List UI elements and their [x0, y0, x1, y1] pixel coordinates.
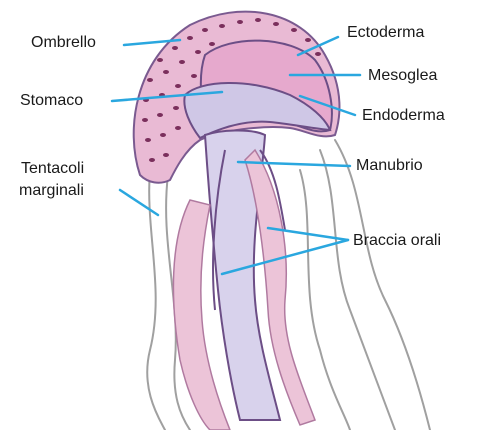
label-manubrio: Manubrio: [356, 157, 423, 175]
label-ombrello: Ombrello: [31, 34, 96, 52]
label-mesoglea: Mesoglea: [368, 67, 437, 85]
leader-tentacoli: [120, 190, 158, 215]
label-endoderma: Endoderma: [362, 107, 445, 125]
label-tentacoli-line2: marginali: [19, 182, 84, 200]
label-tentacoli-line1: Tentacoli: [21, 160, 84, 178]
label-ectoderma: Ectoderma: [347, 24, 424, 42]
label-braccia-orali: Braccia orali: [353, 232, 441, 250]
label-stomaco: Stomaco: [20, 92, 83, 110]
